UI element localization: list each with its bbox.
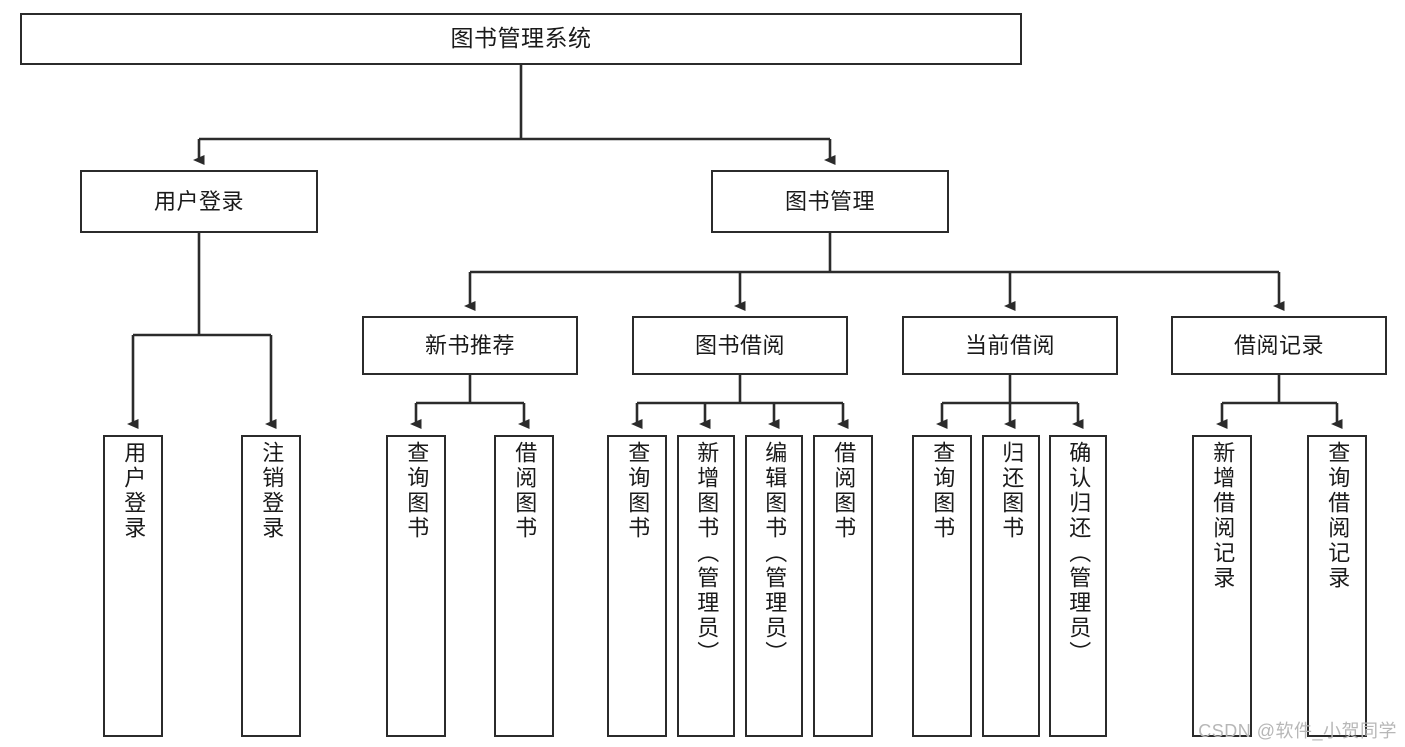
node-leaf-confirm-return-label: 确认归还（管理员） (1066, 441, 1092, 666)
node-root-label: 图书管理系统 (450, 25, 592, 52)
node-book-borrow[interactable]: 图书借阅 (632, 316, 848, 375)
node-leaf-add-record-label: 新增借阅记录 (1210, 441, 1236, 591)
node-leaf-return-book[interactable]: 归还图书 (982, 435, 1040, 737)
node-leaf-confirm-return[interactable]: 确认归还（管理员） (1049, 435, 1107, 737)
node-leaf-edit-book-label: 编辑图书（管理员） (762, 441, 788, 666)
node-leaf-add-record[interactable]: 新增借阅记录 (1192, 435, 1252, 737)
node-leaf-borrow-book-1-label: 借阅图书 (512, 441, 538, 541)
node-leaf-query-book-2[interactable]: 查询图书 (607, 435, 667, 737)
node-leaf-borrow-book-1[interactable]: 借阅图书 (494, 435, 554, 737)
node-leaf-query-book-3[interactable]: 查询图书 (912, 435, 972, 737)
node-leaf-edit-book[interactable]: 编辑图书（管理员） (745, 435, 803, 737)
node-leaf-user-logout-label: 注销登录 (259, 441, 285, 541)
node-book-manage-label: 图书管理 (784, 188, 875, 214)
node-user-login[interactable]: 用户登录 (80, 170, 318, 233)
node-leaf-query-book-1-label: 查询图书 (404, 441, 430, 541)
node-user-login-label: 用户登录 (153, 188, 244, 214)
node-leaf-query-book-3-label: 查询图书 (930, 441, 956, 541)
node-book-borrow-label: 图书借阅 (694, 332, 785, 358)
node-leaf-query-book-2-label: 查询图书 (625, 441, 651, 541)
node-leaf-borrow-book-2-label: 借阅图书 (831, 441, 857, 541)
watermark-text: CSDN @软件_小贺同学 (1198, 721, 1397, 741)
node-new-book-recommend-label: 新书推荐 (424, 332, 515, 358)
node-leaf-user-login[interactable]: 用户登录 (103, 435, 163, 737)
node-new-book-recommend[interactable]: 新书推荐 (362, 316, 578, 375)
node-leaf-user-logout[interactable]: 注销登录 (241, 435, 301, 737)
node-leaf-query-record-label: 查询借阅记录 (1325, 441, 1351, 591)
node-borrow-record-label: 借阅记录 (1233, 332, 1324, 358)
node-leaf-query-book-1[interactable]: 查询图书 (386, 435, 446, 737)
node-root[interactable]: 图书管理系统 (20, 13, 1022, 65)
node-leaf-user-login-label: 用户登录 (121, 441, 147, 541)
node-current-borrow[interactable]: 当前借阅 (902, 316, 1118, 375)
node-leaf-add-book[interactable]: 新增图书（管理员） (677, 435, 735, 737)
node-borrow-record[interactable]: 借阅记录 (1171, 316, 1387, 375)
node-leaf-query-record[interactable]: 查询借阅记录 (1307, 435, 1367, 737)
node-leaf-return-book-label: 归还图书 (999, 441, 1025, 541)
node-leaf-borrow-book-2[interactable]: 借阅图书 (813, 435, 873, 737)
node-current-borrow-label: 当前借阅 (964, 332, 1055, 358)
node-book-manage[interactable]: 图书管理 (711, 170, 949, 233)
node-leaf-add-book-label: 新增图书（管理员） (694, 441, 720, 666)
